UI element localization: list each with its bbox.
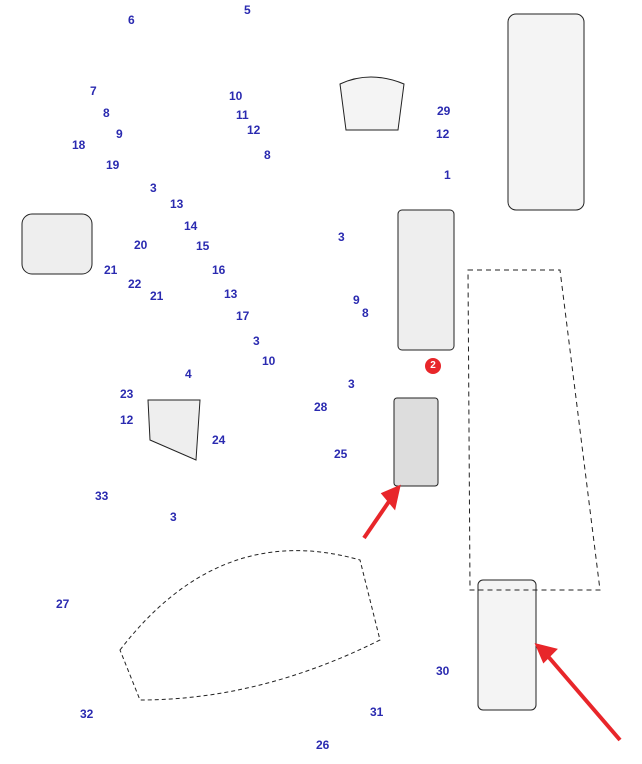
keypad-1 xyxy=(397,209,455,351)
callout-31: 31 xyxy=(370,705,384,719)
console-panel-overview xyxy=(507,13,585,211)
callout-3: 3 xyxy=(170,510,177,524)
callout-3: 3 xyxy=(338,230,345,244)
callout-30: 30 xyxy=(436,664,450,678)
callout-22: 22 xyxy=(128,277,142,291)
callout-5: 5 xyxy=(244,3,251,17)
callout-6: 6 xyxy=(128,13,135,27)
callout-15: 15 xyxy=(196,239,210,253)
part-29 xyxy=(339,76,405,131)
callout-28: 28 xyxy=(314,400,328,414)
callout-19: 19 xyxy=(106,158,120,172)
keypad-overview xyxy=(477,579,537,711)
callout-21: 21 xyxy=(104,263,118,277)
callout-12: 12 xyxy=(120,413,134,427)
callout-3: 3 xyxy=(348,377,355,391)
callout-32: 32 xyxy=(80,707,94,721)
callout-13: 13 xyxy=(170,197,184,211)
callout-20: 20 xyxy=(134,238,148,252)
keypad-2 xyxy=(393,397,439,487)
part-20 xyxy=(21,213,93,275)
callout-1: 1 xyxy=(444,168,451,182)
part-4 xyxy=(147,399,201,461)
console-housing xyxy=(467,269,601,591)
callout-25: 25 xyxy=(334,447,348,461)
callout-14: 14 xyxy=(184,219,198,233)
callout-17: 17 xyxy=(236,309,250,323)
callout-27: 27 xyxy=(56,597,70,611)
callout-8: 8 xyxy=(103,106,110,120)
highlight-badge: 2 xyxy=(425,358,441,374)
callout-9: 9 xyxy=(116,127,123,141)
callout-8: 8 xyxy=(362,306,369,320)
callout-8: 8 xyxy=(264,148,271,162)
callout-24: 24 xyxy=(212,433,226,447)
callout-26: 26 xyxy=(316,738,330,752)
callout-3: 3 xyxy=(150,181,157,195)
callout-18: 18 xyxy=(72,138,86,152)
cab-outline xyxy=(119,550,381,701)
callout-12: 12 xyxy=(436,127,450,141)
callout-23: 23 xyxy=(120,387,134,401)
callout-16: 16 xyxy=(212,263,226,277)
callout-12: 12 xyxy=(247,123,261,137)
callout-10: 10 xyxy=(229,89,243,103)
callout-4: 4 xyxy=(185,367,192,381)
callout-29: 29 xyxy=(437,104,451,118)
callout-33: 33 xyxy=(95,489,109,503)
callout-9: 9 xyxy=(353,293,360,307)
callout-21: 21 xyxy=(150,289,164,303)
highlight-arrows xyxy=(362,484,622,742)
callout-10: 10 xyxy=(262,354,276,368)
callout-3: 3 xyxy=(253,334,260,348)
callout-13: 13 xyxy=(224,287,238,301)
callout-11: 11 xyxy=(236,108,249,122)
callout-7: 7 xyxy=(90,84,97,98)
